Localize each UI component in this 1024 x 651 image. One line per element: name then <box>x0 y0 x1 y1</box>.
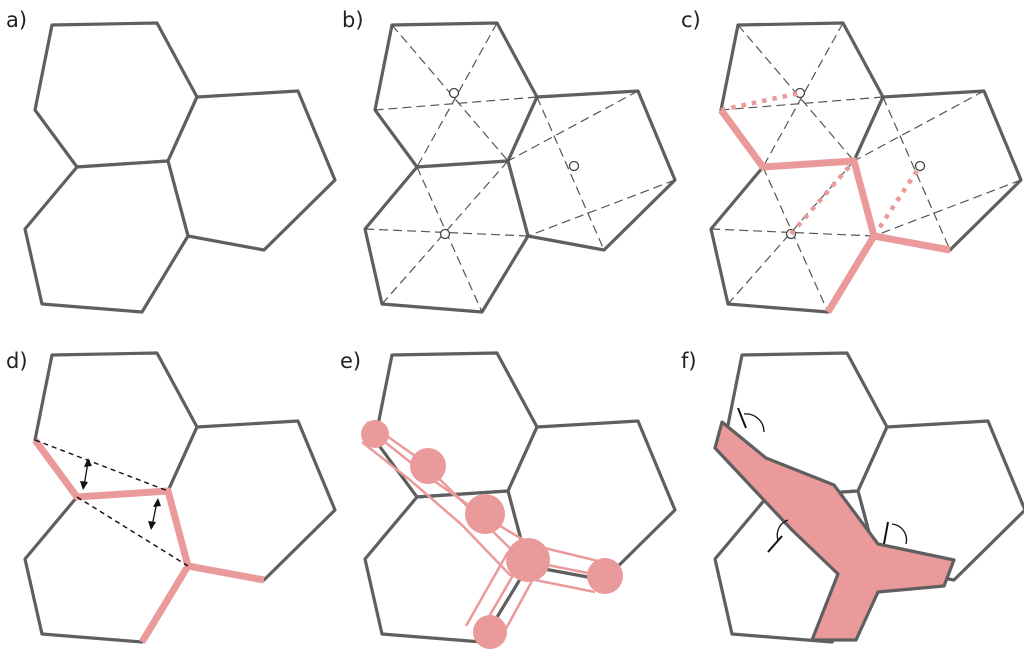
panel-label-c: c) <box>681 8 701 32</box>
panel-label-a: a) <box>6 8 27 32</box>
panel-label-f: f) <box>681 349 697 373</box>
hexagon-cluster-with-bead-chain <box>361 351 677 649</box>
panel-d: d) <box>6 349 337 644</box>
hexagon-cluster-with-chord-arrows <box>23 351 337 644</box>
panel-label-e: e) <box>340 349 361 373</box>
chord-line-upper <box>34 439 169 492</box>
thickened-junction-region <box>713 420 956 642</box>
panel-label-d: d) <box>6 349 28 373</box>
hexagon-cluster-with-path <box>709 21 1023 314</box>
panel-c: c) <box>681 8 1023 314</box>
panel-b: b) <box>342 8 677 314</box>
distance-arrow-right <box>148 498 161 530</box>
panel-e: e) <box>340 349 677 649</box>
hexagon-cluster-with-thick-junction <box>713 351 1024 644</box>
chord-line-lower <box>76 496 189 567</box>
cell-boundary-branch <box>825 234 877 314</box>
distance-arrow-left <box>80 458 92 490</box>
panel-label-b: b) <box>342 8 364 32</box>
angle-marker-top <box>737 407 765 433</box>
panel-f: f) <box>681 349 1024 644</box>
angle-marker-right <box>883 521 908 545</box>
hexagon-cluster-with-triangulation <box>363 21 677 314</box>
panel-a: a) <box>6 8 337 314</box>
highlighted-junction-path <box>32 437 265 584</box>
hexagon-cluster <box>23 21 337 314</box>
bead-nodes <box>361 420 623 649</box>
angle-marker-middle <box>767 519 789 553</box>
center-link-dotted <box>720 90 922 238</box>
